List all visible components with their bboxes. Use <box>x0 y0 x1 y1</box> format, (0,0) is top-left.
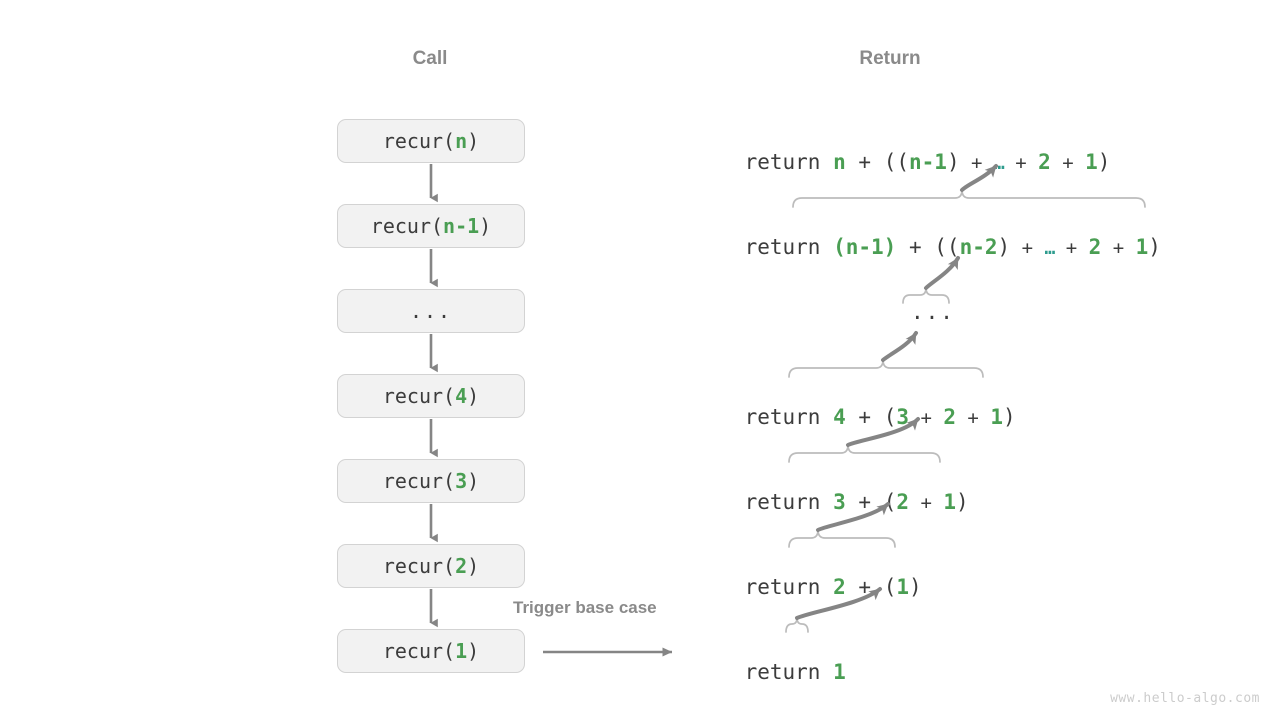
return-row-1: return 1 <box>744 660 846 684</box>
call-label-arg: 2 <box>455 554 468 578</box>
expression-braces <box>785 189 1146 633</box>
return-row-n-1: return (n-1) + ((n-2) + … + 2 + 1) <box>744 235 1161 259</box>
column-header-call: Call <box>412 48 448 69</box>
call-box-recur-1: recur(1) <box>337 629 525 673</box>
call-label-suffix: ) <box>467 384 480 408</box>
return-keyword: return <box>744 490 821 514</box>
call-box-recur-3: recur(3) <box>337 459 525 503</box>
return-flow-arrows <box>795 164 998 620</box>
call-label-prefix: recur( <box>382 384 456 408</box>
call-box-recur-n: recur(n) <box>337 119 525 163</box>
call-box-recur-n-1: recur(n-1) <box>337 204 525 248</box>
return-row-3: return 3 + (2 + 1) <box>744 490 969 514</box>
call-box-recur-4: recur(4) <box>337 374 525 418</box>
call-label-suffix: ) <box>479 214 492 238</box>
call-label-prefix: recur( <box>382 639 456 663</box>
return-keyword: return <box>744 660 821 684</box>
call-label-arg: n-1 <box>443 214 480 238</box>
call-label-suffix: ) <box>467 469 480 493</box>
return-keyword: return <box>744 235 821 259</box>
return-keyword: return <box>744 405 821 429</box>
call-label-prefix: recur( <box>382 469 456 493</box>
call-box-recur-2: recur(2) <box>337 544 525 588</box>
column-header-return: Return <box>859 48 921 69</box>
return-keyword: return <box>744 575 821 599</box>
call-label-arg: 4 <box>455 384 468 408</box>
return-row-n: return n + ((n-1) + … + 2 + 1) <box>744 150 1111 174</box>
return-row-4: return 4 + (3 + 2 + 1) <box>744 405 1016 429</box>
call-label-arg: 1 <box>455 639 468 663</box>
return-keyword: return <box>744 150 821 174</box>
trigger-base-case-label: Trigger base case <box>513 598 657 617</box>
call-label-suffix: ) <box>467 554 480 578</box>
watermark: www.hello-algo.com <box>1110 691 1260 706</box>
return-row-ellipsis: ... <box>911 300 955 324</box>
call-box-ellipsis: ... <box>337 289 525 333</box>
call-label-arg: ... <box>409 299 453 323</box>
call-label-prefix: recur( <box>370 214 444 238</box>
call-label-prefix: recur( <box>382 129 456 153</box>
call-label-suffix: ) <box>467 129 480 153</box>
call-label-arg: n <box>455 129 468 153</box>
call-label-suffix: ) <box>467 639 480 663</box>
return-row-2: return 2 + (1) <box>744 575 922 599</box>
call-label-prefix: recur( <box>382 554 456 578</box>
call-label-arg: 3 <box>455 469 468 493</box>
